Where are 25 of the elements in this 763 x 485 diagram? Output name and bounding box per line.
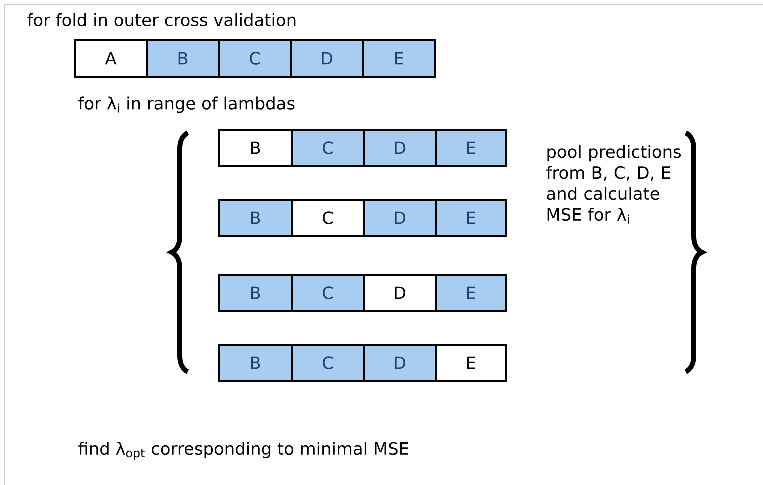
note-text: pool predictions from B, C, D, E and calculate MSE for λ$_{i}$ bbox=[546, 145, 682, 224]
heading-text: for λ$_{i}$ in range of lambdas bbox=[78, 96, 295, 114]
fold-cell: E bbox=[435, 129, 507, 167]
fold-cell: C bbox=[291, 199, 365, 237]
fold-cell: B bbox=[218, 129, 293, 167]
fold-cell: E bbox=[435, 344, 507, 382]
fold-cell: C bbox=[218, 39, 292, 78]
fold-cell: B bbox=[218, 274, 293, 312]
fold-cell: B bbox=[146, 39, 220, 78]
fold-cell: C bbox=[291, 129, 365, 167]
fold-cell: D bbox=[363, 199, 437, 237]
fold-cell: A bbox=[74, 39, 148, 78]
fold-cell: B bbox=[218, 344, 293, 382]
fold-cell: D bbox=[363, 129, 437, 167]
fold-cell: D bbox=[363, 344, 437, 382]
heading-text: find λ$_{opt}$ corresponding to minimal MSE bbox=[78, 442, 408, 460]
fold-cell: E bbox=[435, 199, 507, 237]
heading-text: for fold in outer cross validation bbox=[28, 13, 296, 27]
fold-cell: C bbox=[291, 274, 365, 312]
fold-cell: E bbox=[362, 39, 436, 78]
fold-cell: C bbox=[291, 344, 365, 382]
fold-cell: D bbox=[290, 39, 364, 78]
fold-cell: E bbox=[435, 274, 507, 312]
fold-cell: B bbox=[218, 199, 293, 237]
fold-cell: D bbox=[363, 274, 437, 312]
